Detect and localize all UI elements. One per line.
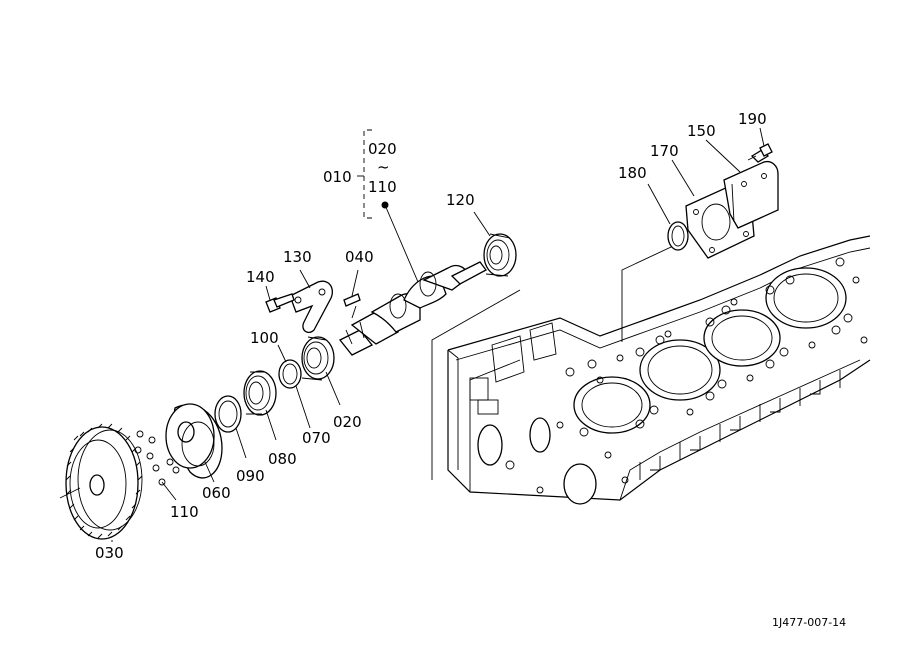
- cover-150: [723, 160, 779, 229]
- label-190: 190: [738, 110, 767, 128]
- leader-090: [235, 427, 247, 459]
- leader-180: [647, 183, 671, 225]
- label-020: 020: [333, 413, 362, 431]
- leader-020: [325, 371, 341, 406]
- label-range-sep: ~: [377, 158, 390, 176]
- label-180: 180: [618, 164, 647, 182]
- leader-060: [204, 461, 215, 483]
- ring-070: [278, 359, 302, 389]
- bolt-140: [265, 293, 295, 313]
- camshaft-guide: [431, 289, 521, 480]
- label-range-start: 020: [368, 140, 397, 158]
- engine-block-drawing: [447, 235, 871, 505]
- bolt-190: [747, 143, 773, 163]
- label-080: 080: [268, 450, 297, 468]
- leader-070: [295, 385, 311, 429]
- label-group-010: 010: [323, 168, 352, 186]
- label-150: 150: [687, 122, 716, 140]
- key-040: [343, 293, 361, 319]
- bolts-110: [134, 430, 180, 486]
- label-060: 060: [202, 484, 231, 502]
- leader-170: [671, 159, 695, 197]
- label-090: 090: [236, 467, 265, 485]
- leader-190: [759, 127, 765, 147]
- label-140: 140: [246, 268, 275, 286]
- label-030: 030: [95, 544, 124, 562]
- flange-060: [165, 403, 223, 479]
- drawing-number: 1J477-007-14: [772, 616, 846, 629]
- label-170: 170: [650, 142, 679, 160]
- bearing-080: [243, 370, 277, 416]
- bearing-020: [301, 336, 335, 381]
- camshaft: [338, 261, 487, 356]
- leader-040: [351, 269, 359, 297]
- snap-ring-090: [214, 395, 242, 433]
- o-ring-180: [667, 221, 689, 251]
- leader-110-bolts: [161, 481, 177, 501]
- leader-100: [277, 344, 287, 363]
- leader-120: [473, 211, 491, 237]
- leader-130: [299, 269, 311, 289]
- label-100: 100: [250, 329, 279, 347]
- leader-block-to-cover: [621, 239, 687, 342]
- label-110-bolts: 110: [170, 503, 199, 521]
- bearing-120: [483, 233, 517, 277]
- group-010-bracket: [357, 129, 419, 283]
- gear-030: [59, 423, 143, 540]
- label-130: 130: [283, 248, 312, 266]
- label-range-end: 110: [368, 178, 397, 196]
- label-120: 120: [446, 191, 475, 209]
- leader-080: [265, 409, 277, 441]
- leader-140: [265, 285, 271, 301]
- label-040: 040: [345, 248, 374, 266]
- stopper-130: [289, 280, 333, 334]
- label-070: 070: [302, 429, 331, 447]
- leader-150: [705, 139, 741, 173]
